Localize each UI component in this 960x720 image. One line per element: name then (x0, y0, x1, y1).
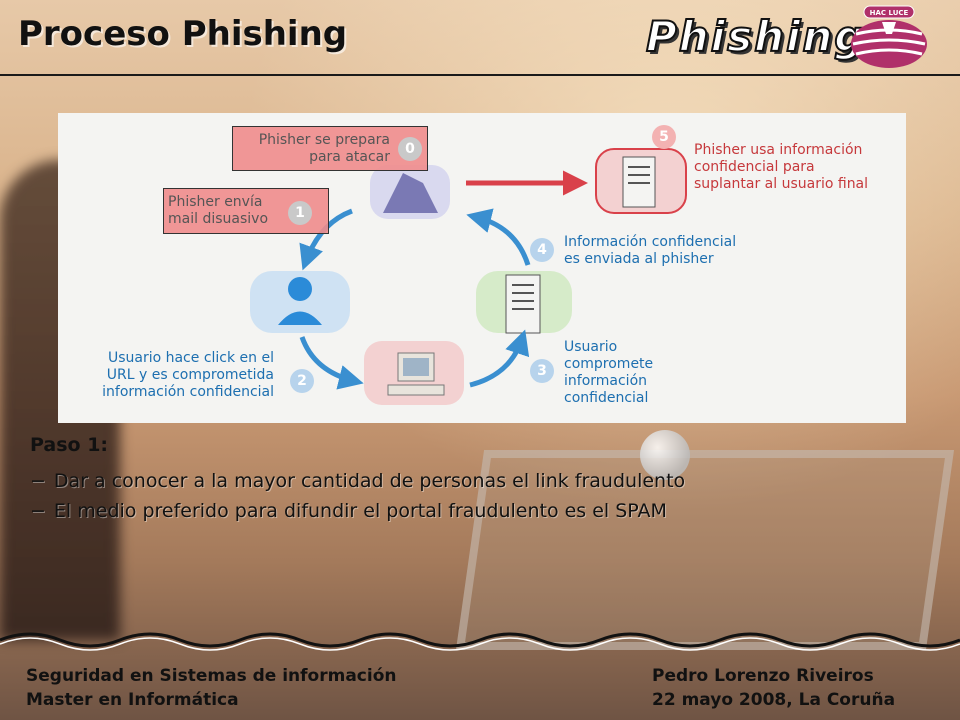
footer-author-info: Pedro Lorenzo Riveiros 22 mayo 2008, La … (652, 664, 895, 712)
footer-author: Pedro Lorenzo Riveiros (652, 666, 874, 686)
bullet-text: El medio preferido para difundir el port… (53, 500, 667, 522)
emblem-text: HAC LUCE (870, 9, 909, 17)
step-5-label: Phisher usa información confidencial par… (694, 142, 869, 192)
server-node (476, 271, 572, 334)
step-heading: Paso 1: (30, 434, 109, 456)
arrow-computer-to-server (469, 329, 530, 388)
bullet-list: −Dar a conocer a la mayor cantidad de pe… (30, 470, 685, 530)
footer-course-info: Seguridad en Sistemas de información Mas… (26, 664, 396, 712)
university-emblem-icon: HAC LUCE (851, 5, 927, 68)
step-5-number: 5 (652, 125, 676, 149)
phisher-node (370, 165, 450, 219)
header-rule (0, 74, 960, 76)
background-globe (640, 430, 690, 480)
step-3-label: Usuario compromete información confidenc… (564, 339, 654, 406)
computer-node (364, 341, 464, 405)
footer-course: Seguridad en Sistemas de información (26, 666, 397, 686)
user-node (250, 271, 350, 333)
bullet-marker: − (30, 500, 46, 522)
step-0-number: 0 (398, 137, 422, 161)
phishing-logo: Phishing (645, 11, 867, 62)
bullet-item: −Dar a conocer a la mayor cantidad de pe… (30, 470, 685, 492)
step-3-number: 3 (530, 359, 554, 383)
decorative-divider (0, 632, 960, 651)
arrow-server-to-phisher (466, 208, 531, 266)
bullet-text: Dar a conocer a la mayor cantidad de per… (53, 470, 686, 492)
step-0-label: Phisher se prepara para atacar (258, 132, 390, 165)
slide-title: Proceso Phishing (18, 14, 348, 54)
phishing-process-diagram: Phisher se prepara para atacar 0 Phisher… (58, 113, 906, 423)
step-4-label: Información confidencial es enviada al p… (564, 234, 737, 267)
bullet-marker: − (30, 470, 46, 492)
arrow-user-to-computer (299, 336, 364, 390)
bullet-item: −El medio preferido para difundir el por… (30, 500, 685, 522)
target-server-node (595, 148, 687, 214)
step-2-number: 2 (290, 369, 314, 393)
step-2-label: Usuario hace click en el URL y es compro… (102, 350, 274, 400)
step-1-label: Phisher envía mail disuasivo (168, 194, 269, 227)
step-1-number: 1 (288, 201, 312, 225)
footer-program: Master en Informática (26, 690, 239, 710)
step-0-highlight (232, 126, 428, 171)
step-4-number: 4 (530, 238, 554, 262)
footer-date: 22 mayo 2008, La Coruña (652, 690, 896, 710)
